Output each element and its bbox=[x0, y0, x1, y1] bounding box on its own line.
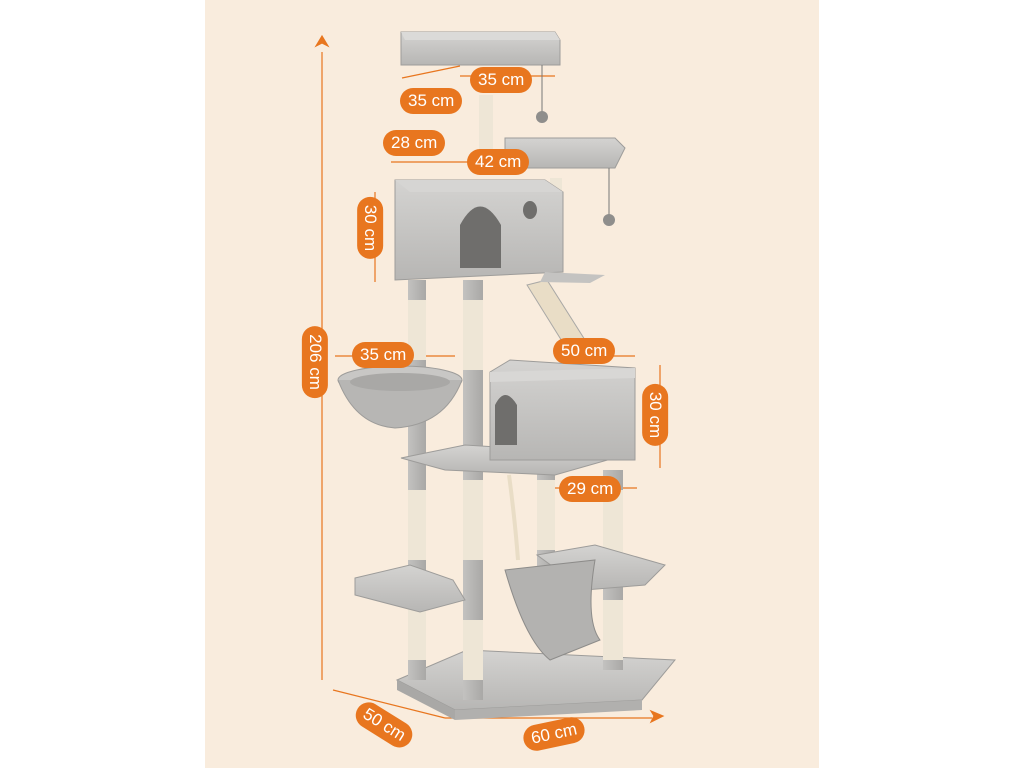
hammock bbox=[504, 559, 601, 661]
upper-condo-height-label: 30 cm bbox=[357, 196, 384, 260]
lower-condo-depth-label: 29 cm bbox=[559, 476, 622, 502]
left-white-margin bbox=[0, 0, 205, 768]
total-height-label: 206 cm bbox=[301, 326, 328, 398]
lower-condo bbox=[400, 359, 636, 476]
basket-width-label: 35 cm bbox=[352, 342, 415, 368]
lower-condo-width-label: 50 cm bbox=[553, 338, 616, 364]
condo-width-label: 42 cm bbox=[467, 149, 530, 175]
cat-tree-illustration bbox=[314, 31, 677, 724]
peephole bbox=[523, 201, 537, 219]
upper-condo-door bbox=[460, 206, 501, 268]
basket bbox=[337, 365, 463, 429]
rope bbox=[507, 474, 520, 561]
ramp bbox=[526, 279, 586, 347]
side-perch bbox=[504, 137, 626, 226]
toy-ball-2 bbox=[536, 111, 548, 123]
base-platform bbox=[395, 649, 677, 720]
product-image: 35 cm 35 cm 28 cm 42 cm 30 cm 35 cm 50 c… bbox=[205, 0, 819, 768]
top-perch-width-label: 35 cm bbox=[470, 67, 533, 93]
upper-condo bbox=[394, 179, 605, 283]
top-perch-depth-label: 35 cm bbox=[400, 88, 463, 114]
right-white-margin bbox=[819, 0, 1024, 768]
condo-depth-label: 28 cm bbox=[383, 130, 446, 156]
top-perch bbox=[400, 31, 561, 123]
lower-condo-door bbox=[495, 395, 517, 445]
toy-ball-1 bbox=[603, 214, 615, 226]
lower-condo-height-label: 30 cm bbox=[642, 383, 669, 447]
